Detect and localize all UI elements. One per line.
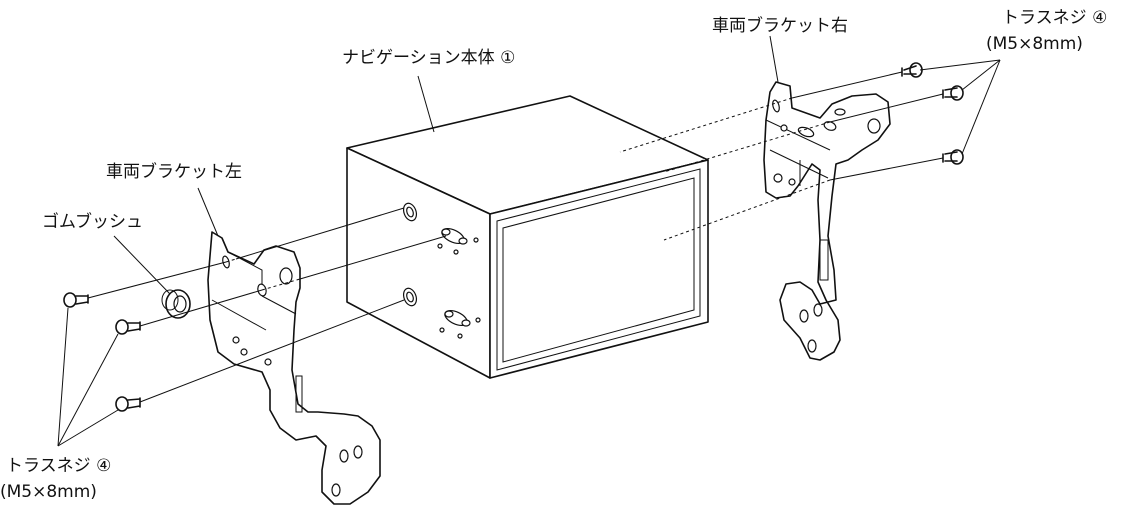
bracket-left-plate bbox=[207, 231, 381, 505]
leader-screw-left-3 bbox=[57, 409, 119, 447]
leader-screw-right-3 bbox=[961, 59, 1001, 155]
bracket-right bbox=[763, 81, 891, 361]
screw-left-middle bbox=[115, 319, 141, 335]
screw-left-bottom bbox=[115, 396, 141, 412]
alignment-lines bbox=[87, 71, 944, 403]
label-rubber-bush: ゴムブッシュ bbox=[42, 212, 143, 232]
screw-right-top bbox=[901, 62, 923, 78]
leader-lines bbox=[57, 35, 1001, 447]
leader-rubber-bush bbox=[113, 235, 171, 295]
navigation-body bbox=[346, 95, 709, 379]
nav-body-lower-mount-holes bbox=[402, 287, 481, 339]
screw-right-bottom bbox=[942, 149, 964, 165]
leader-bracket-right bbox=[769, 35, 779, 83]
nav-body-front-bezel bbox=[496, 168, 701, 371]
label-screw-left-size: (M5×8mm) bbox=[0, 482, 97, 502]
label-screw-right-name: トラスネジ ④ bbox=[1002, 8, 1108, 28]
nav-body-screen bbox=[502, 177, 695, 363]
label-bracket-right: 車両ブラケット右 bbox=[712, 16, 848, 36]
nav-body-front-face bbox=[489, 159, 709, 379]
rubber-bush bbox=[161, 289, 191, 319]
label-screw-right-size: (M5×8mm) bbox=[986, 34, 1083, 54]
nav-body-upper-mount-holes bbox=[402, 202, 479, 255]
bracket-left bbox=[207, 231, 381, 505]
label-screw-left-name: トラスネジ ④ bbox=[6, 456, 112, 476]
bracket-right-folds bbox=[765, 119, 831, 186]
leader-screw-left-2 bbox=[57, 333, 119, 447]
leader-nav-body bbox=[417, 75, 435, 133]
leader-bracket-left bbox=[197, 187, 219, 237]
leader-screw-right-1 bbox=[919, 59, 1001, 71]
screw-right-middle bbox=[942, 85, 964, 101]
label-nav-body: ナビゲーション本体 ① bbox=[342, 48, 516, 68]
bracket-right-plate bbox=[763, 81, 891, 361]
leader-screw-left-1 bbox=[57, 307, 69, 447]
bracket-left-slot bbox=[295, 375, 303, 413]
bracket-right-slot bbox=[819, 239, 829, 281]
leader-screw-right-2 bbox=[961, 59, 1001, 91]
screw-left-top bbox=[63, 292, 89, 308]
label-bracket-left: 車両ブラケット左 bbox=[106, 162, 242, 182]
